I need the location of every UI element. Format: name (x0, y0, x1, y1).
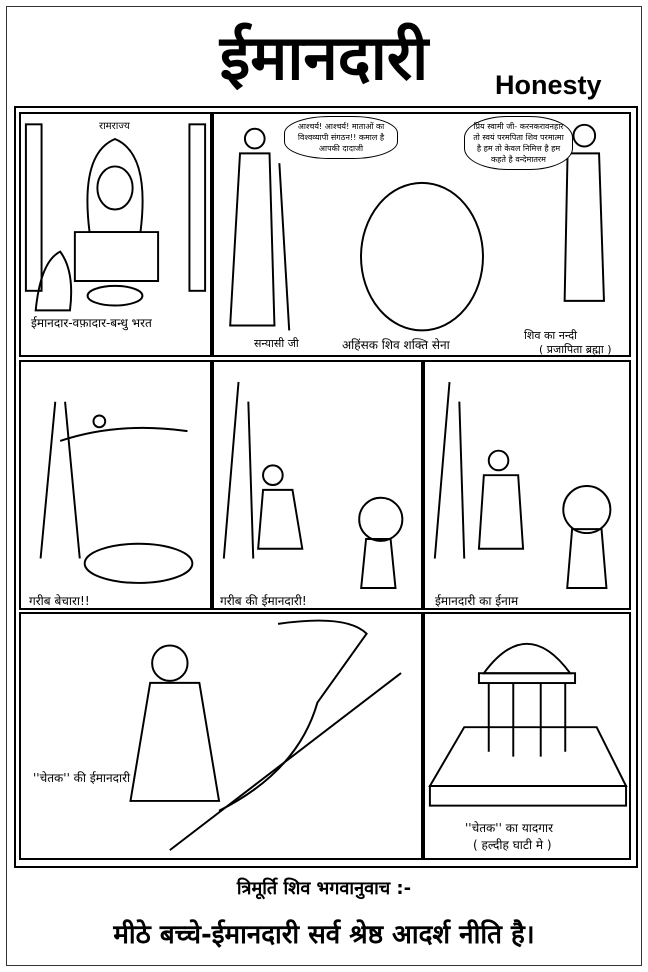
panel-chetak: ''चेतक'' की ईमानदारी (19, 612, 423, 860)
page-subtitle: Honesty (495, 70, 602, 100)
panel-garib: गरीब बेचारा!! (19, 360, 212, 610)
caption-chetak: ''चेतक'' की ईमानदारी (33, 769, 131, 786)
panel-imandari: गरीब की ईमानदारी! (212, 360, 423, 610)
chetak-horse-illustration (129, 619, 402, 851)
footer-heading: त्रिमूर्ति शिव भगवानुवाच :- (236, 878, 412, 899)
woodcutter-illustration (222, 381, 404, 589)
panel-sena: आश्चर्य! आश्चर्य! माताओं का विश्वव्यापी … (212, 112, 631, 357)
panel-bharat: रामराज्य ईमानदार-वफ़ादार-बन्धु भरत (19, 112, 212, 357)
memorial-illustration (428, 642, 628, 807)
comic-frame (14, 106, 638, 868)
caption-sena: अहिंसक शिव शक्ति सेना (342, 336, 450, 353)
panel-yadgar: ''चेतक'' का यादगार ( हल्दीह घाटी मे ) (423, 612, 631, 860)
tree-illustration (39, 401, 194, 584)
caption-yadgar: ''चेतक'' का यादगार (465, 819, 554, 836)
caption-inam: ईमानदारी का ईनाम (435, 592, 519, 608)
label-ramrajya: रामराज्य (99, 118, 130, 132)
speech-bubble-sanyasi: आश्चर्य! आश्चर्य! माताओं का विश्वव्यापी … (284, 116, 398, 159)
page-border (6, 6, 642, 966)
caption-brahma: ( प्रजापिता ब्रह्मा ) (539, 342, 612, 356)
throne-illustration (24, 123, 207, 312)
caption-nandi: शिव का नन्दी (524, 328, 577, 343)
sanyasi-sena-illustration (229, 123, 605, 332)
caption-imandari: गरीब की ईमानदारी! (220, 592, 307, 608)
reward-illustration (433, 381, 612, 589)
caption-garib: गरीब बेचारा!! (29, 592, 90, 608)
caption-haldighati: ( हल्दीह घाटी मे ) (473, 836, 552, 853)
footer-motto: मीठे बच्चे-ईमानदारी सर्व श्रेष्ठ आदर्श न… (113, 920, 535, 950)
caption-sanyasi: सन्यासी जी (254, 336, 299, 351)
panel-inam: ईमानदारी का ईनाम (423, 360, 631, 610)
caption-bharat: ईमानदार-वफ़ादार-बन्धु भरत (31, 314, 152, 331)
speech-bubble-nandi: प्रिय स्वामी जी- करनकरावनहार तो स्वयं पर… (464, 116, 573, 170)
page-title: ईमानदारी (219, 21, 429, 94)
